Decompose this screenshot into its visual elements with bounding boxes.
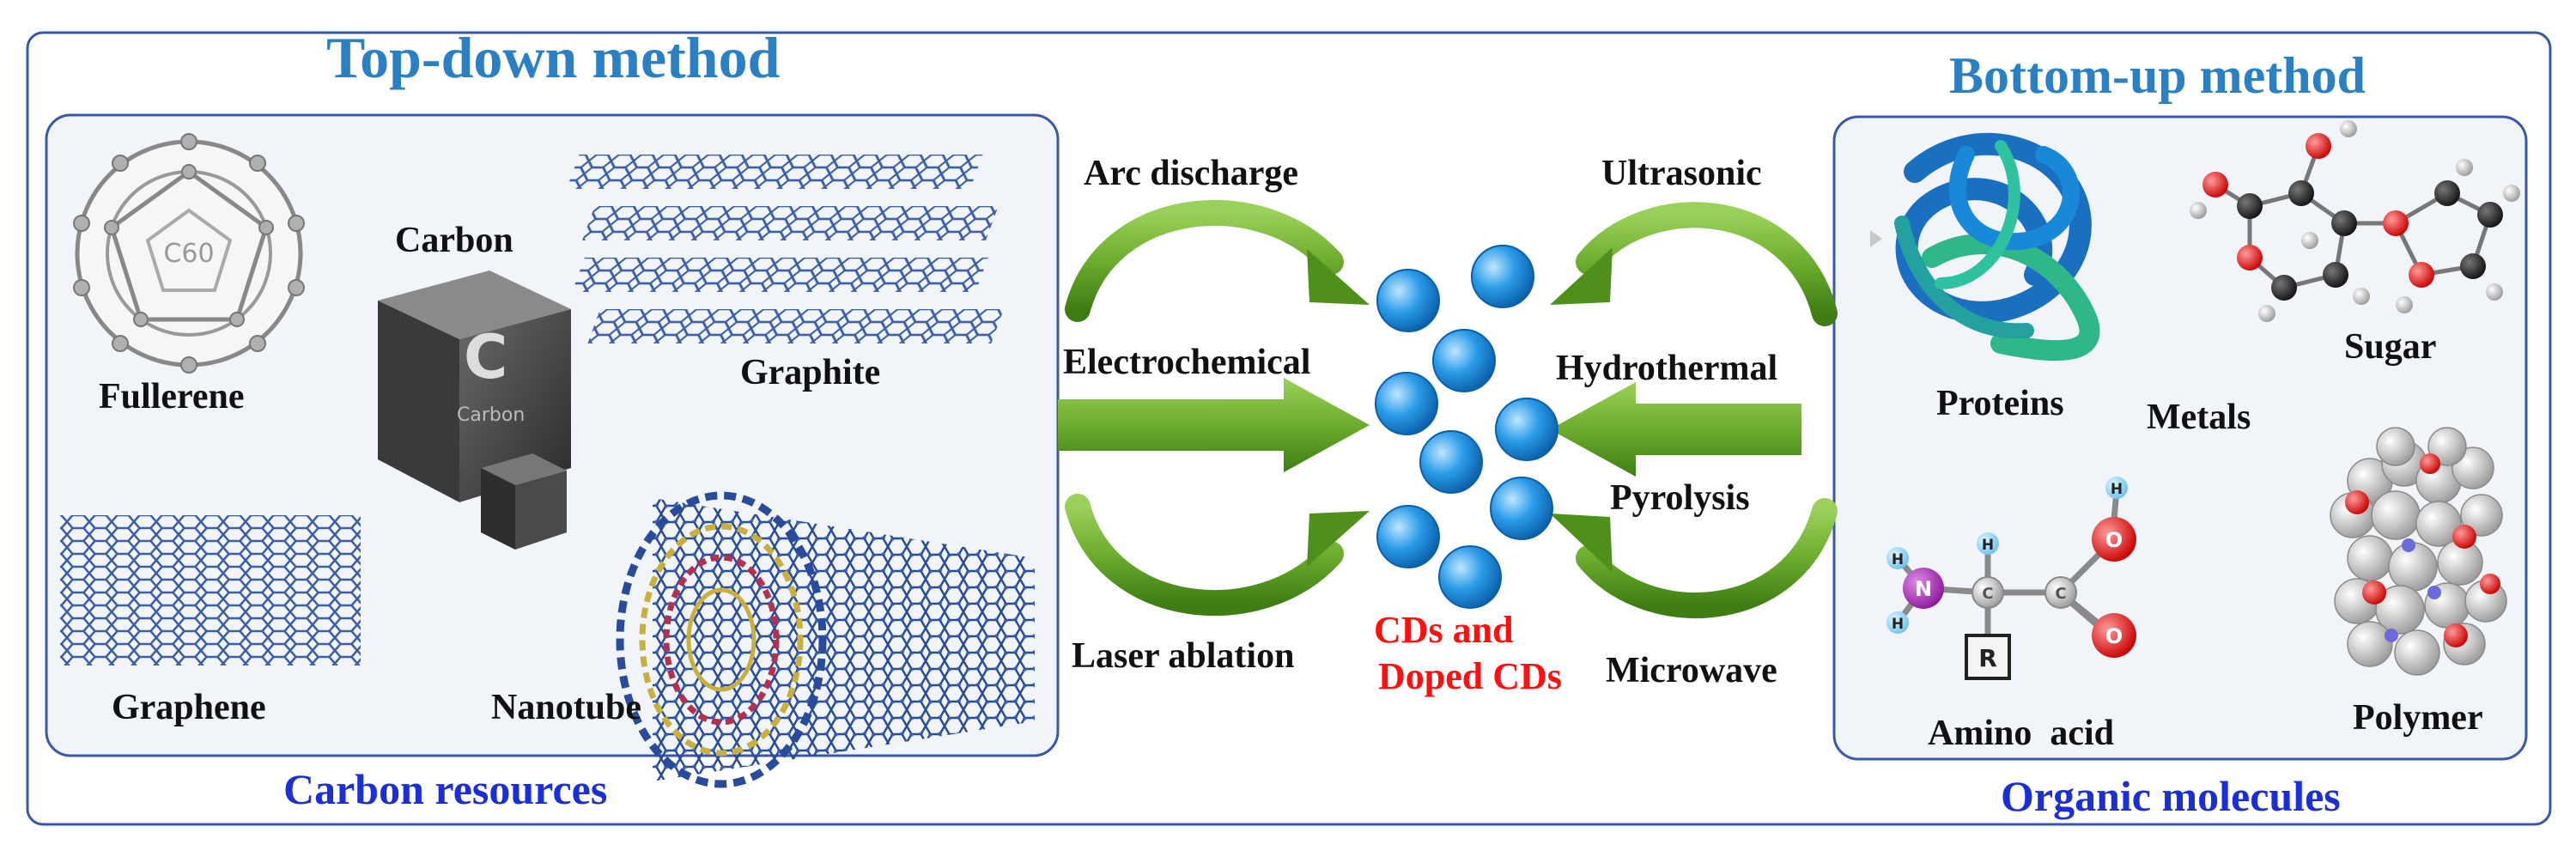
carbon-dot xyxy=(1490,477,1553,540)
ultrasonic-arrow xyxy=(1576,202,1838,326)
carbon-dot xyxy=(1471,245,1534,308)
atom-c-label: C xyxy=(1982,585,1993,603)
panel-marker-icon xyxy=(1870,230,1882,247)
atom-n-label: N xyxy=(1915,577,1932,601)
polymer-icon xyxy=(2330,427,2507,676)
atom-h-label: H xyxy=(2111,481,2123,498)
carbon-dot xyxy=(1438,545,1502,609)
method-ultrasonic: Ultrasonic xyxy=(1601,154,1762,193)
carbon-dot xyxy=(1432,329,1496,392)
top-down-arrows xyxy=(1058,199,1370,617)
carbon-dot xyxy=(1419,430,1483,494)
atom-c-label: C xyxy=(2055,585,2066,603)
graphite-icon xyxy=(566,155,1004,343)
method-microwave: Microwave xyxy=(1606,651,1777,690)
metals-label: Metals xyxy=(2147,398,2251,437)
cube-word: Carbon xyxy=(457,404,525,426)
arc-discharge-arrow xyxy=(1065,199,1344,322)
polymer-label: Polymer xyxy=(2353,698,2483,738)
top-down-title: Top-down method xyxy=(326,25,781,90)
carbon-dot xyxy=(1375,372,1438,435)
cube-symbol: C xyxy=(464,322,507,392)
atom-h-label: H xyxy=(1982,537,1994,554)
method-pyrolysis: Pyrolysis xyxy=(1610,478,1750,518)
bottom-up-arrows xyxy=(1550,202,1838,618)
method-arc-discharge: Arc discharge xyxy=(1084,154,1299,193)
nanotube-label: Nanotube xyxy=(491,688,642,727)
protein-icon xyxy=(1894,132,2100,362)
hydrothermal-arrow xyxy=(1550,382,1801,477)
proteins-label: Proteins xyxy=(1936,384,2064,423)
microwave-arrow xyxy=(1576,498,1838,618)
fullerene-label: Fullerene xyxy=(99,377,245,416)
method-laser-ablation: Laser ablation xyxy=(1072,636,1295,676)
graphene-label: Graphene xyxy=(112,688,266,727)
atom-o-label: O xyxy=(2105,528,2123,552)
atom-o-label: O xyxy=(2105,624,2123,648)
carbon-dots-cluster xyxy=(1375,245,1558,609)
atom-h-label: H xyxy=(1892,551,1904,568)
atom-h-label: H xyxy=(1892,616,1904,633)
atom-r-label: R xyxy=(1978,644,1997,672)
laser-ablation-arrow xyxy=(1065,494,1344,617)
graphite-label: Graphite xyxy=(740,353,881,392)
graphene-icon xyxy=(60,515,361,665)
carbon-dot xyxy=(1495,398,1558,461)
sugar-label: Sugar xyxy=(2344,327,2437,367)
center-label-line1: CDs and xyxy=(1374,609,1514,651)
bottom-up-title: Bottom-up method xyxy=(1949,47,2366,104)
center-label-line2: Doped CDs xyxy=(1378,655,1562,697)
method-electrochemical: Electrochemical xyxy=(1063,343,1311,382)
amino-acid-label: Amino acid xyxy=(1928,714,2115,753)
amino-acid-icon: N H H C H R C O O H xyxy=(1886,477,2136,680)
carbon-cube-icon: C Carbon xyxy=(378,270,571,550)
carbon-dot xyxy=(1376,269,1440,332)
method-hydrothermal: Hydrothermal xyxy=(1556,349,1778,388)
organic-molecules-label: Organic molecules xyxy=(2001,772,2341,820)
carbon-dot xyxy=(1376,505,1440,568)
carbon-label: Carbon xyxy=(395,221,513,260)
electrochemical-arrow xyxy=(1058,378,1370,472)
fullerene-icon: C60 xyxy=(73,133,305,374)
fullerene-c60-mark: C60 xyxy=(163,239,214,269)
sugar-icon xyxy=(2190,120,2520,322)
carbon-resources-label: Carbon resources xyxy=(283,765,608,813)
